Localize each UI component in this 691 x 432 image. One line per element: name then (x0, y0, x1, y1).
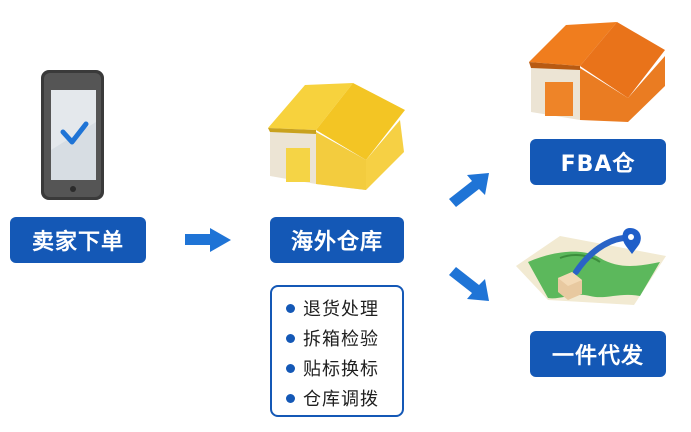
map-route-icon (516, 228, 666, 305)
services-list-box: 退货处理 拆箱检验 贴标换标 仓库调拨 (270, 285, 404, 417)
arrow-right-icon (185, 228, 231, 252)
bullet-icon (286, 393, 295, 403)
dropshipping-label: 一件代发 (530, 331, 666, 377)
service-label: 贴标换标 (303, 359, 379, 380)
phone-icon (41, 70, 104, 200)
service-label: 退货处理 (303, 299, 379, 320)
yellow-warehouse-icon (268, 83, 405, 190)
arrow-up-right-icon (449, 173, 489, 207)
bullet-icon (286, 333, 295, 343)
list-item: 拆箱检验 (286, 323, 402, 353)
service-label: 仓库调拨 (303, 389, 379, 410)
seller-order-label: 卖家下单 (10, 217, 146, 263)
list-item: 贴标换标 (286, 353, 402, 383)
list-item: 仓库调拨 (286, 383, 402, 413)
overseas-warehouse-label: 海外仓库 (270, 217, 404, 263)
arrow-down-right-icon (449, 267, 489, 301)
list-item: 退货处理 (286, 293, 402, 323)
service-label: 拆箱检验 (303, 329, 379, 350)
services-list: 退货处理 拆箱检验 贴标换标 仓库调拨 (286, 293, 402, 413)
orange-warehouse-icon (529, 22, 665, 122)
bullet-icon (286, 303, 295, 313)
fba-warehouse-label: FBA仓 (530, 139, 666, 185)
bullet-icon (286, 363, 295, 373)
